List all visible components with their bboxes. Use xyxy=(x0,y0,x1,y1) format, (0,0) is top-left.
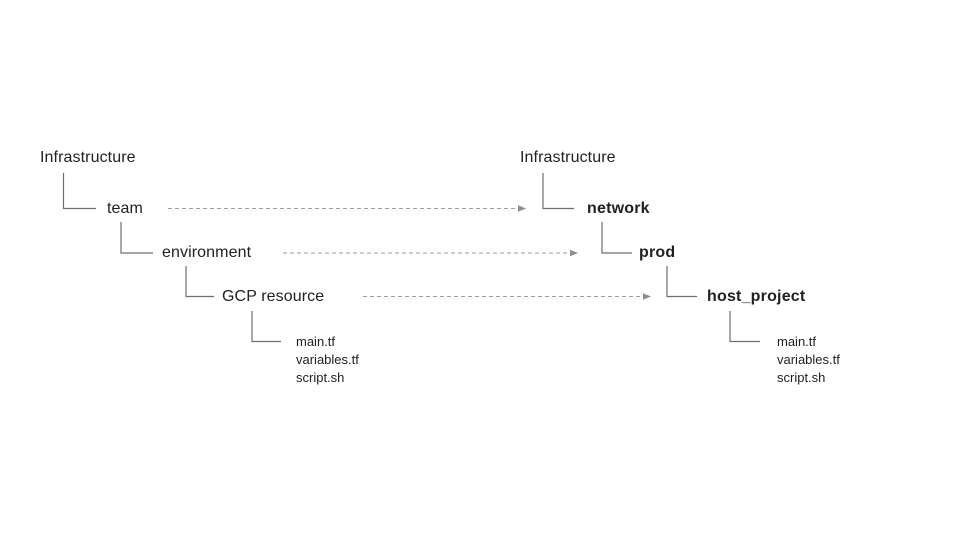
left-tree-level3-label: GCP resource xyxy=(222,288,325,305)
right-tree-level2-label: prod xyxy=(639,244,676,261)
left-file-script-sh: script.sh xyxy=(296,370,345,385)
tree-connector-left-environment-to-gcp-resource xyxy=(185,266,214,298)
tree-connector-right-network-to-prod xyxy=(601,222,632,254)
tree-connector-left-gcp-resource-to-files xyxy=(251,311,281,343)
right-tree-file-list: main.tf variables.tf script.sh xyxy=(777,333,840,387)
left-file-main-tf: main.tf xyxy=(296,334,336,349)
left-tree-file-list: main.tf variables.tf script.sh xyxy=(296,333,359,387)
right-file-main-tf: main.tf xyxy=(777,334,817,349)
right-file-script-sh: script.sh xyxy=(777,370,826,385)
left-file-variables-tf: variables.tf xyxy=(296,352,359,367)
tree-connector-right-prod-to-host-project xyxy=(666,266,697,298)
tree-connector-left-team-to-environment xyxy=(120,222,153,254)
right-tree-level3-label: host_project xyxy=(707,288,806,305)
right-file-variables-tf: variables.tf xyxy=(777,352,840,367)
left-tree-level2-label: environment xyxy=(162,244,252,261)
tree-connector-right-root-to-network xyxy=(542,173,574,210)
left-tree-level1-label: team xyxy=(107,200,143,217)
right-tree-root-label: Infrastructure xyxy=(520,149,616,166)
tree-connector-right-host-project-to-files xyxy=(729,311,760,343)
tree-connector-left-root-to-team xyxy=(62,173,96,210)
left-tree-root-label: Infrastructure xyxy=(40,149,136,166)
right-tree-level1-label: network xyxy=(587,200,650,217)
